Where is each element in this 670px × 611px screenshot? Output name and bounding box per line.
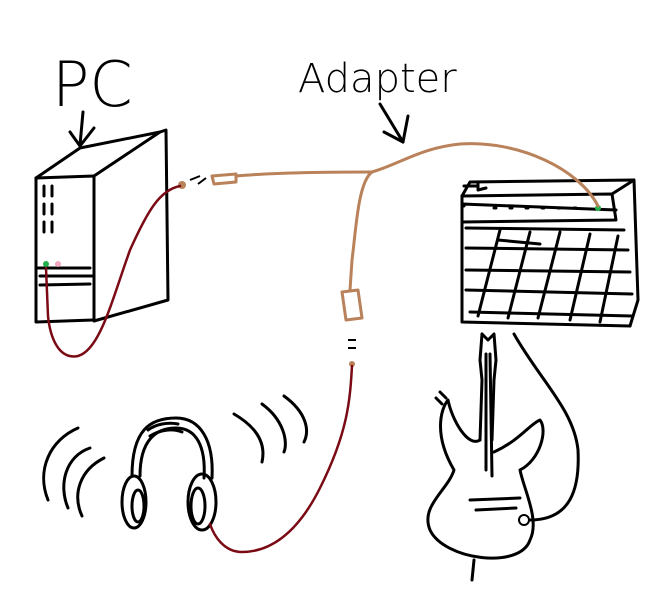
amplifier-icon: [460, 178, 640, 328]
electric-guitar-icon: [426, 332, 580, 582]
pc-green-jack: [43, 261, 49, 267]
pc-pink-jack: [55, 261, 61, 267]
audio-cables: [44, 184, 354, 554]
adapter-cable: [210, 142, 600, 322]
pc-label: PC: [52, 48, 133, 121]
headphones-icon: [120, 416, 218, 532]
adapter-arrow-icon: [378, 102, 410, 144]
guitar-output-jack: [518, 514, 530, 526]
adapter-plug-ends: [189, 175, 356, 349]
sound-waves-icon: [42, 394, 308, 518]
amplifier-green-jack: [595, 205, 601, 211]
pc-arrow-icon: [68, 110, 96, 148]
adapter-label: Adapter: [298, 56, 457, 102]
pc-tower-icon: [34, 128, 170, 324]
headphone-plug: [349, 361, 355, 367]
